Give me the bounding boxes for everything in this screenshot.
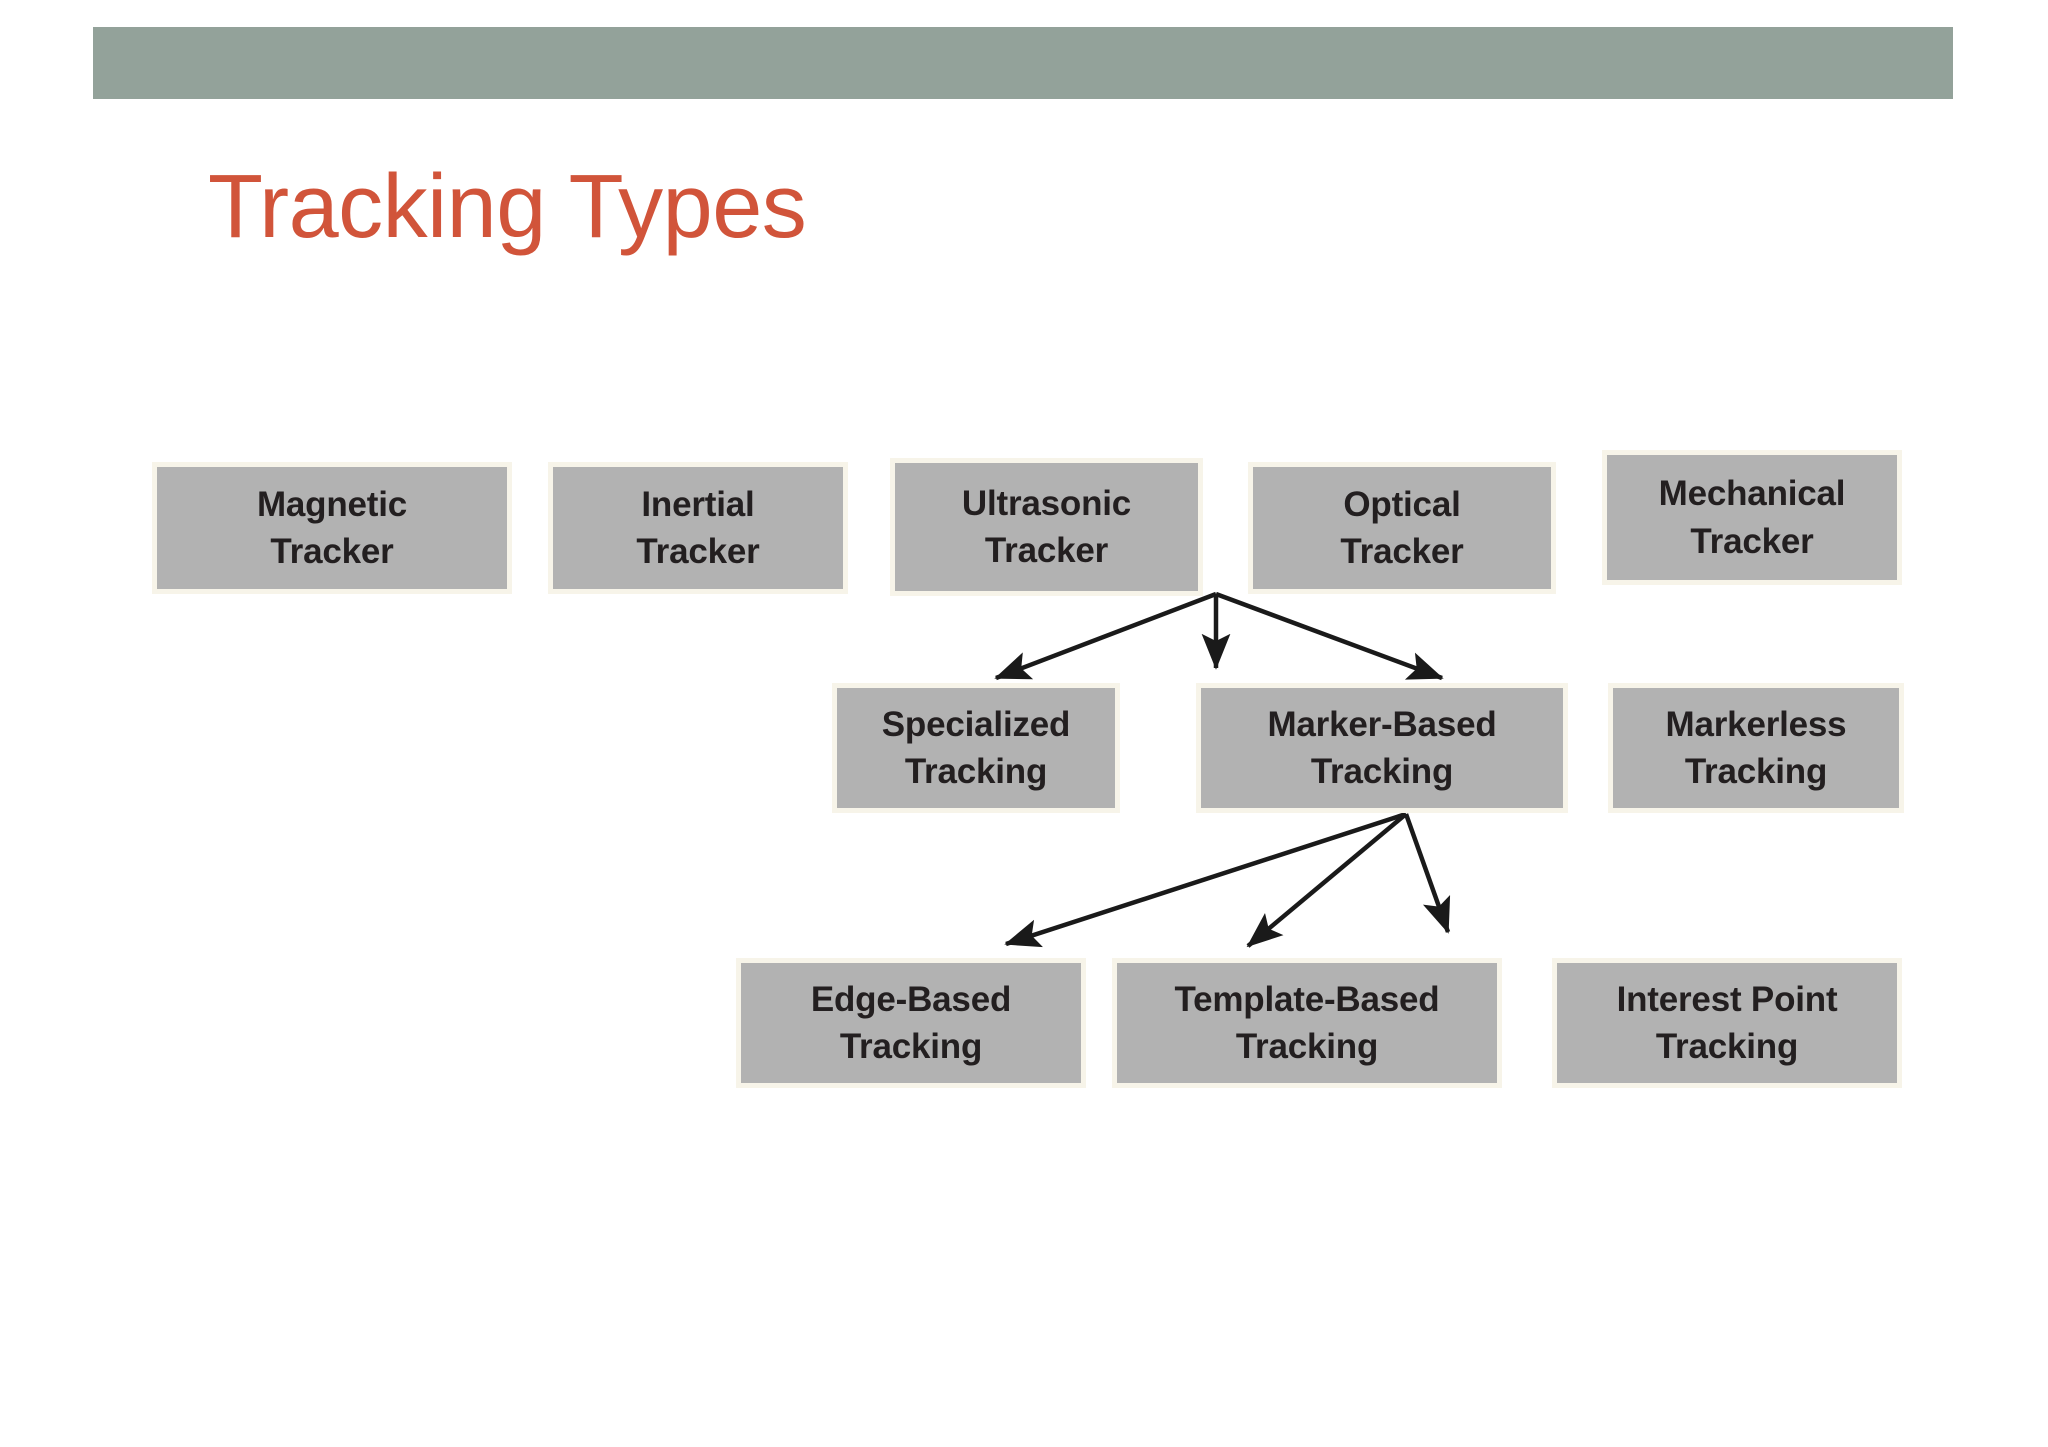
node-markerless-tracking[interactable]: Markerless Tracking <box>1608 683 1904 813</box>
node-label: Ultrasonic Tracker <box>961 483 1132 570</box>
page-title: Tracking Types <box>208 157 807 257</box>
node-label: Interest Point Tracking <box>1616 979 1838 1066</box>
node-specialized-tracking[interactable]: Specialized Tracking <box>832 683 1120 813</box>
node-label: Marker-Based Tracking <box>1267 704 1497 791</box>
node-label: Edge-Based Tracking <box>810 979 1012 1066</box>
node-marker-based-tracking[interactable]: Marker-Based Tracking <box>1196 683 1568 813</box>
node-label: Magnetic Tracker <box>256 484 408 571</box>
node-mechanical-tracker[interactable]: Mechanical Tracker <box>1602 450 1902 585</box>
edge-markerless-to-edge-based <box>1004 811 1407 948</box>
node-optical-tracker[interactable]: Optical Tracker <box>1248 462 1556 594</box>
node-label: Markerless Tracking <box>1665 704 1847 791</box>
edge-optical-to-specialized <box>994 591 1217 681</box>
node-template-based-tracking[interactable]: Template-Based Tracking <box>1112 958 1502 1088</box>
node-label: Specialized Tracking <box>881 704 1071 791</box>
node-edge-based-tracking[interactable]: Edge-Based Tracking <box>736 958 1086 1088</box>
node-magnetic-tracker[interactable]: Magnetic Tracker <box>152 462 512 594</box>
edge-markerless-to-interest-point <box>1403 813 1451 934</box>
node-inertial-tracker[interactable]: Inertial Tracker <box>548 462 848 594</box>
edge-optical-to-markerless <box>1215 591 1444 681</box>
node-label: Inertial Tracker <box>636 484 760 571</box>
node-label: Template-Based Tracking <box>1174 979 1440 1066</box>
node-ultrasonic-tracker[interactable]: Ultrasonic Tracker <box>890 458 1203 596</box>
node-label: Optical Tracker <box>1340 484 1464 571</box>
edge-markerless-to-template-based <box>1246 812 1408 948</box>
node-interest-point-tracking[interactable]: Interest Point Tracking <box>1552 958 1902 1088</box>
header-decorative-band <box>93 27 1953 99</box>
node-label: Mechanical Tracker <box>1658 474 1846 561</box>
